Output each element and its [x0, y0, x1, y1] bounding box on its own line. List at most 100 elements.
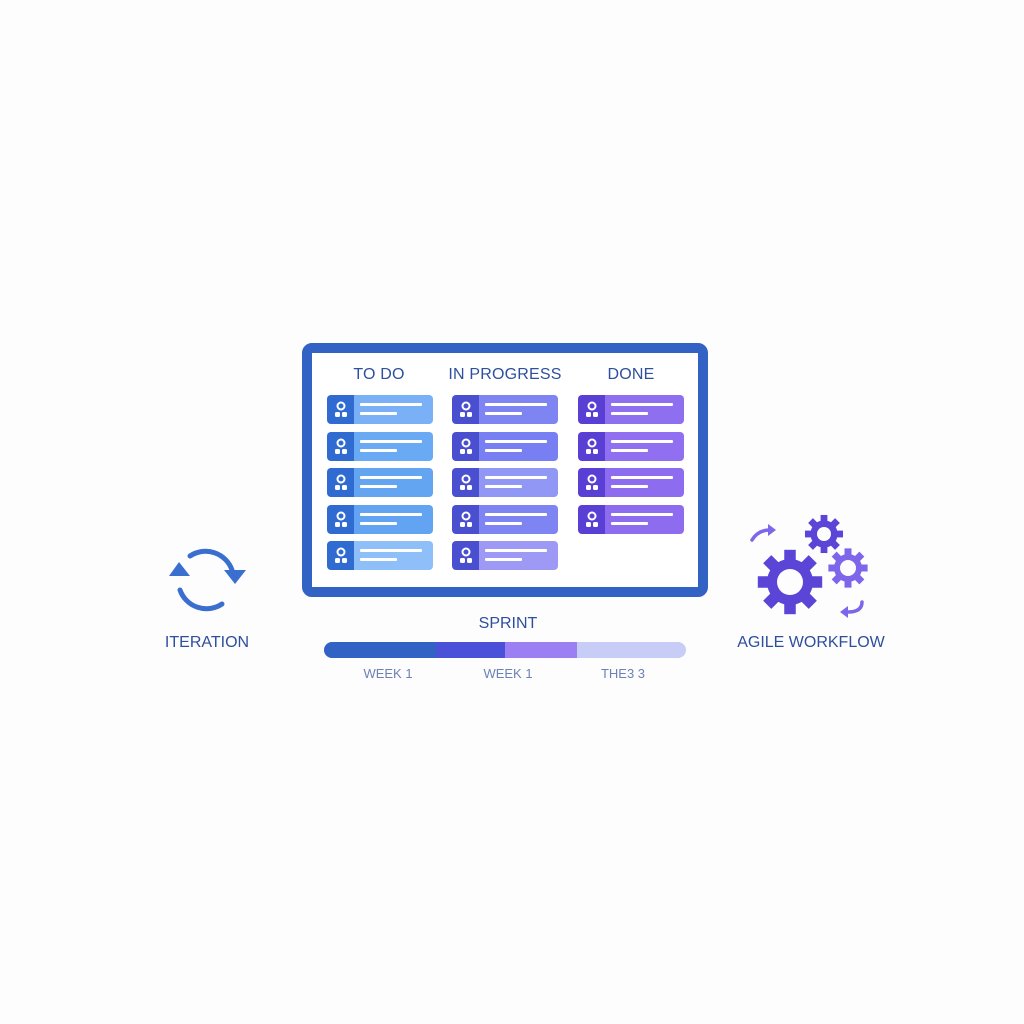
user-icon [586, 401, 598, 417]
card-body [479, 468, 558, 497]
column-title-todo: TO DO [353, 366, 405, 383]
card-text-line [611, 521, 648, 525]
card-body [605, 395, 684, 424]
user-icon [335, 438, 347, 454]
user-icon [460, 401, 472, 417]
card-text-line [360, 476, 422, 479]
user-icon [335, 401, 347, 417]
task-card[interactable] [452, 504, 558, 534]
iteration-group [160, 540, 252, 620]
card-text-line [611, 412, 648, 415]
card-text-line [485, 558, 522, 561]
card-text-line [485, 448, 522, 452]
iteration-label: ITERATION [164, 634, 250, 651]
user-icon [460, 511, 472, 527]
user-icon [586, 438, 598, 454]
task-card[interactable] [452, 431, 558, 461]
card-body [354, 468, 433, 497]
card-text-line [611, 403, 673, 406]
card-text-line [360, 448, 397, 452]
task-card[interactable] [327, 468, 433, 497]
task-card[interactable] [578, 395, 684, 424]
card-text-line [485, 512, 547, 516]
card-body [479, 395, 558, 424]
card-text-line [485, 439, 547, 443]
user-icon [586, 474, 598, 490]
task-card[interactable] [327, 504, 433, 534]
card-text-line [360, 521, 397, 525]
sprint-segment-3 [505, 642, 578, 658]
task-card[interactable] [578, 468, 684, 497]
card-text-line [360, 403, 422, 406]
workflow-label: AGILE WORKFLOW [737, 634, 885, 651]
user-icon [460, 547, 472, 563]
user-icon [335, 547, 347, 563]
user-icon [335, 474, 347, 490]
card-accent [578, 431, 605, 461]
task-card[interactable] [327, 395, 433, 424]
card-accent [452, 395, 479, 424]
sprint-progress-bar [324, 642, 686, 658]
week-label-2: WEEK 1 [483, 666, 533, 681]
card-body [605, 468, 684, 497]
card-text-line [485, 403, 547, 406]
user-icon [335, 511, 347, 527]
task-card[interactable] [578, 504, 684, 534]
card-text-line [360, 439, 422, 443]
card-text-line [611, 485, 648, 488]
card-body [479, 431, 558, 461]
week-label-3: THE3 3 [600, 666, 646, 681]
card-body [605, 504, 684, 534]
card-text-line [360, 485, 397, 488]
cycle-arrows-icon [169, 548, 246, 612]
task-card[interactable] [452, 541, 558, 570]
workflow-group [744, 510, 874, 620]
card-body [354, 541, 433, 570]
card-text-line [360, 558, 397, 561]
task-card[interactable] [452, 468, 558, 497]
card-body [354, 431, 433, 461]
card-text-line [485, 485, 522, 488]
card-text-line [360, 512, 422, 516]
card-body [479, 541, 558, 570]
card-body [354, 504, 433, 534]
card-text-line [485, 412, 522, 415]
card-accent [452, 431, 479, 461]
card-accent [327, 431, 354, 461]
card-text-line [611, 448, 648, 452]
task-card[interactable] [327, 431, 433, 461]
task-card[interactable] [578, 431, 684, 461]
task-card[interactable] [452, 395, 558, 424]
card-accent [578, 504, 605, 534]
card-body [354, 395, 433, 424]
card-accent [452, 468, 479, 497]
gears-icon [750, 514, 868, 618]
user-icon [586, 511, 598, 527]
card-text-line [485, 476, 547, 479]
card-text-line [611, 512, 673, 516]
sprint-title: SPRINT [478, 615, 538, 632]
card-body [479, 504, 558, 534]
user-icon [460, 474, 472, 490]
week-label-1: WEEK 1 [363, 666, 413, 681]
card-accent [327, 468, 354, 497]
card-accent [327, 541, 354, 570]
arrow-icon [750, 528, 772, 542]
card-text-line [485, 521, 522, 525]
sprint-segment-1 [324, 642, 437, 658]
card-text-line [360, 412, 397, 415]
card-accent [452, 541, 479, 570]
column-title-in-progress: IN PROGRESS [448, 366, 562, 383]
card-accent [327, 395, 354, 424]
user-icon [460, 438, 472, 454]
task-card[interactable] [327, 541, 433, 570]
card-accent [327, 504, 354, 534]
column-title-done: DONE [607, 366, 655, 383]
card-accent [578, 468, 605, 497]
card-text-line [360, 549, 422, 552]
sprint-segment-2 [436, 642, 505, 658]
card-accent [452, 504, 479, 534]
card-accent [578, 395, 605, 424]
card-text-line [611, 439, 673, 443]
card-text-line [485, 549, 547, 552]
